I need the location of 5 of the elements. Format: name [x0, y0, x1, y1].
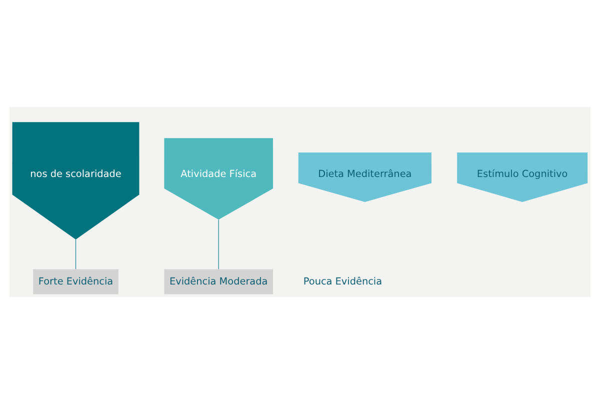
connector	[75, 238, 76, 269]
node-box: Evidência Moderada	[164, 268, 274, 294]
label: Pouca Evidência	[303, 276, 382, 287]
connector	[218, 218, 219, 269]
node-box: Forte Evidência	[33, 268, 118, 294]
